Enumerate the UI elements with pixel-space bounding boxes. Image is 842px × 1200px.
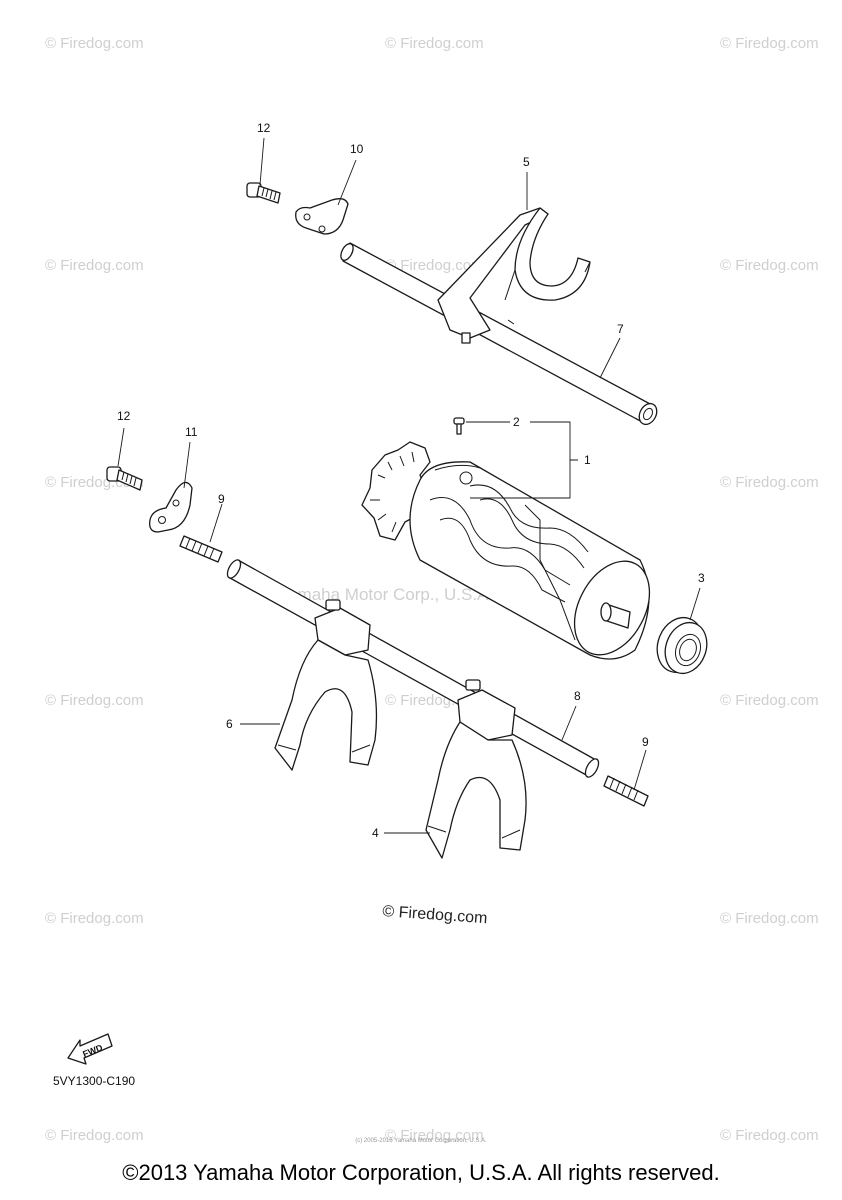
watermark: © Firedog.com [45, 257, 144, 274]
callout-3: 3 [698, 571, 705, 585]
shift-fork-6 [274, 599, 378, 771]
watermark: © Firedog.com [385, 35, 484, 52]
bolt-upper [246, 182, 281, 204]
shift-drum-assembly [361, 417, 708, 675]
callout-9-left: 9 [218, 492, 225, 506]
leader-lines [117, 137, 701, 834]
watermark: © Firedog.com [720, 910, 819, 927]
upper-shift-shaft-assembly [246, 182, 658, 426]
watermark: © Firedog.com [720, 474, 819, 491]
watermark: © Firedog.com [45, 910, 144, 927]
watermark: © Firedog.com [720, 692, 819, 709]
callout-8: 8 [574, 689, 581, 703]
callout-7: 7 [617, 322, 624, 336]
callout-12-upper: 12 [257, 121, 271, 135]
callout-5: 5 [523, 155, 530, 169]
callout-4: 4 [372, 826, 379, 840]
callout-12-lower: 12 [117, 409, 131, 423]
callout-1: 1 [584, 453, 591, 467]
callout-9-right: 9 [642, 735, 649, 749]
watermark: © Firedog.com [45, 692, 144, 709]
lower-shift-shaft-assembly [106, 466, 649, 859]
callout-10: 10 [350, 142, 364, 156]
watermark: © Firedog.com [720, 1127, 819, 1144]
callout-6: 6 [226, 717, 233, 731]
spring-9-left [179, 535, 223, 563]
watermark: © Firedog.com [720, 257, 819, 274]
watermark: © Firedog.com [45, 35, 144, 52]
center-watermark: © Firedog.com [382, 903, 488, 927]
copyright-footer: ©2013 Yamaha Motor Corporation, U.S.A. A… [122, 1160, 720, 1185]
watermark: © Firedog.com [720, 35, 819, 52]
bearing-3 [656, 616, 708, 675]
stopper-plate-upper [295, 198, 349, 235]
callout-2: 2 [513, 415, 520, 429]
small-print: (c) 2005-2016 Yamaha Motor Corporation, … [355, 1138, 487, 1144]
watermark: © Firedog.com [45, 1127, 144, 1144]
spring-9-right [603, 775, 649, 807]
diagram-part-code: 5VY1300-C190 [53, 1074, 136, 1088]
watermark-layer: © Firedog.com © Firedog.com © Firedog.co… [45, 35, 819, 1144]
bolt-lower [106, 466, 143, 491]
overlay-watermark: Yamaha Motor Corp., U.S.A. [278, 585, 493, 604]
stopper-plate-lower [149, 481, 193, 533]
drum-pin-2 [453, 417, 465, 435]
fwd-arrow-icon: FWD [67, 1033, 113, 1065]
callouts: 12 10 5 7 2 1 3 12 11 9 6 8 9 4 [117, 121, 705, 840]
shift-fork-4 [425, 679, 527, 859]
shift-shaft-7 [340, 242, 658, 426]
callout-11: 11 [185, 425, 198, 439]
shift-fork-5 [437, 207, 591, 344]
shift-drum-1 [409, 461, 651, 660]
watermark: © Firedog.com [385, 257, 484, 274]
watermark: © Firedog.com [385, 1127, 484, 1144]
